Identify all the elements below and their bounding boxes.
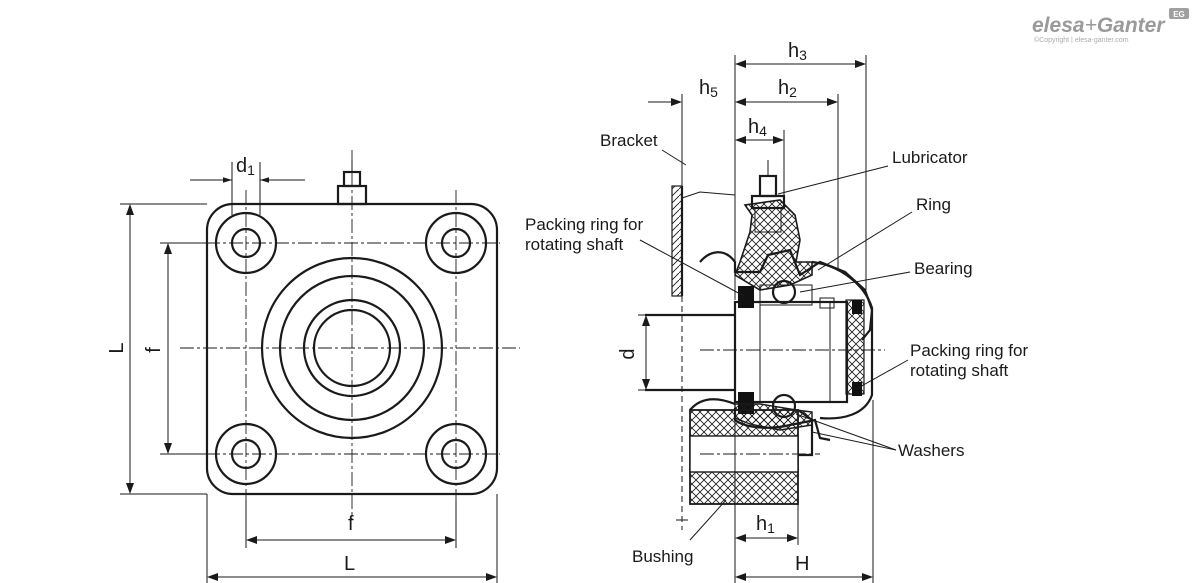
packing-ring-left-top [738, 286, 754, 308]
label-packing-left: Packing ring for rotating shaft [525, 215, 648, 254]
label-bracket: Bracket [600, 131, 658, 150]
logo-copyright: ©Copyright | elesa-ganter.com [1034, 36, 1129, 44]
front-view: d1 L f f L [106, 150, 520, 583]
dim-f-horizontal: f [348, 513, 354, 535]
svg-text:elesa+Ganter: elesa+Ganter [1032, 14, 1166, 37]
bracket-wall [671, 185, 736, 530]
lubricator [750, 160, 786, 233]
dim-h3: h3 [788, 40, 807, 63]
packing-ring-right-bottom [852, 382, 862, 396]
label-washers: Washers [898, 441, 964, 460]
dim-h5: h5 [699, 77, 718, 100]
bushing [689, 398, 814, 505]
brand-logo: elesa+Ganter EG ©Copyright | elesa-gante… [1032, 8, 1189, 44]
label-bearing: Bearing [914, 259, 973, 278]
section-view: h3 h5 h2 h4 d h1 H [525, 40, 1033, 583]
housing-upper-hatched [734, 199, 813, 291]
dim-d1: d1 [236, 155, 255, 178]
shaft [645, 300, 849, 404]
packing-ring-right-top [852, 300, 862, 314]
end-cap [811, 260, 874, 420]
dim-f-vertical: f [143, 347, 165, 353]
dim-H: H [795, 553, 809, 575]
dim-L-horizontal: L [344, 553, 355, 575]
bearing-ball-top [771, 279, 797, 305]
dim-h1: h1 [756, 513, 775, 536]
logo-badge: EG [1173, 10, 1185, 19]
label-lubricator: Lubricator [892, 148, 968, 167]
dim-L-vertical: L [106, 342, 128, 353]
dim-d: d [617, 348, 639, 359]
dim-h4: h4 [748, 116, 767, 139]
dim-h2: h2 [778, 77, 797, 100]
label-bushing: Bushing [632, 547, 693, 566]
label-ring: Ring [916, 195, 951, 214]
label-packing-right: Packing ring for rotating shaft [910, 341, 1033, 380]
